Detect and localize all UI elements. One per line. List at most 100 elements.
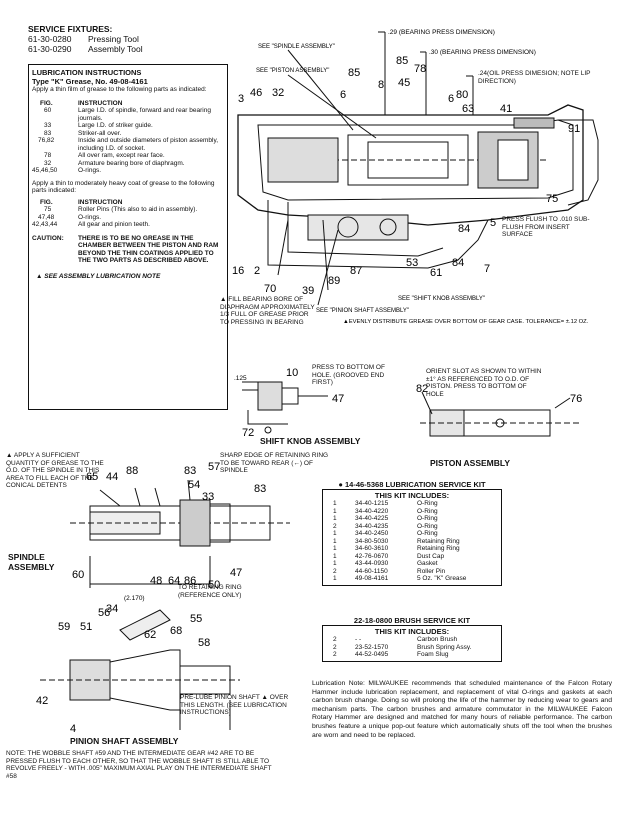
brush-kit-includes: THIS KIT INCLUDES: [374,627,450,636]
part-number: 54 [188,479,200,491]
see-piston-label: SEE "PISTON ASSEMBLY" [256,68,329,74]
part-number: 48 [150,575,162,587]
spindle-apply-note: ▲ APPLY A SUFFICIENT QUANTITY OF GREASE … [6,452,104,489]
part-number: 62 [144,629,156,641]
part-number: 5 [490,217,496,229]
lubrication-service-kit: ● 14-46-5368 LUBRICATION SERVICE KIT THI… [322,480,502,586]
part-number: 85 [396,55,408,67]
part-number: 60 [72,569,84,581]
lube-kit-includes: THIS KIT INCLUDES: [374,491,450,500]
lubrication-title: LUBRICATION INSTRUCTIONS [32,68,142,77]
sharp-edge-note: SHARP EDGE OF RETAINING RING TO BE TOWAR… [220,452,329,474]
pinion-title: PINION SHAFT ASSEMBLY [70,736,179,746]
part-number: 63 [462,103,474,115]
part-number: 87 [350,265,362,277]
part-number: 3 [238,93,244,105]
part-number: 59 [58,621,70,633]
col-instruction: INSTRUCTION [78,99,123,107]
part-number: 88 [126,465,138,477]
callout-bearing-30: .30 (BEARING PRESS DIMENSION) [429,49,536,56]
part-number: 89 [328,275,340,287]
grease-type: Type "K" Grease, No. 49-08-4161 [32,77,148,86]
shift-dim: .125 [234,375,247,382]
part-number: 85 [348,67,360,79]
part-number: 75 [546,193,558,205]
part-number: 78 [414,63,426,75]
assembly-note-ref: ▲ SEE ASSEMBLY LUBRICATION NOTE [36,272,161,280]
part-number: 45 [398,77,410,89]
lubrication-note-paragraph: Lubrication Note: MILWAUKEE recommends t… [312,680,612,739]
evenly-note: ▲EVENLY DISTRIBUTE GREASE OVER BOTTOM OF… [343,319,589,325]
table-row: 2- -Carbon Brush [333,636,458,643]
fill-bearing-note: ▲ FILL BEARING BORE OF DIAPHRAGM APPROXI… [220,296,315,326]
part-number: 41 [500,103,512,115]
spindle-diagram: 65 44 88 83 57 54 33 83 60 48 64 86 50 4… [70,461,290,602]
part-number: 70 [264,283,276,295]
part-number: 51 [80,621,92,633]
see-pinion-label: SEE "PINION SHAFT ASSEMBLY" [316,308,409,314]
part-number: 34 [106,603,118,615]
see-spindle-label: SEE "SPINDLE ASSEMBLY" [258,44,335,50]
main-assembly-diagram: .29 (BEARING PRESS DIMENSION) .30 (BEARI… [232,29,599,325]
part-number: 39 [302,285,314,297]
part-number: 83 [254,483,266,495]
part-number: 72 [242,427,254,439]
pinion-note: NOTE: THE WOBBLE SHAFT #59 AND THE INTER… [6,750,272,780]
part-number: 10 [286,367,298,379]
part-number: 58 [198,637,210,649]
shift-press-note: PRESS TO BOTTOM OF HOLE. (GROOVED END FI… [312,364,385,386]
lubrication-instructions-box: LUBRICATION INSTRUCTIONS Type "K" Grease… [28,64,228,410]
shift-knob-title: SHIFT KNOB ASSEMBLY [260,436,361,446]
part-number: 33 [202,491,214,503]
part-number: 82 [416,383,428,395]
part-number: 61 [430,267,442,279]
part-number: 65 [86,471,98,483]
service-fixtures-title: SERVICE FIXTURES: [28,24,113,34]
part-number: 44 [106,471,118,483]
caution-block: CAUTION:THERE IS TO BE NO GREASE IN THE … [32,234,219,265]
part-number: 42 [36,695,48,707]
part-number: 76 [570,393,582,405]
callout-bearing-29: .29 (BEARING PRESS DIMENSION) [388,29,495,36]
piston-diagram: 82 76 [416,383,582,437]
thin-intro: Apply a thin film of grease to the follo… [32,86,207,93]
brush-kit-title: 22-18-0800 BRUSH SERVICE KIT [353,616,471,625]
part-number: 8 [378,79,384,91]
part-number: 6 [340,89,346,101]
orient-note: ORIENT SLOT AS SHOWN TO WITHIN ±1° AS RE… [426,368,542,398]
see-shift-label: SEE "SHIFT KNOB ASSEMBLY" [398,296,485,302]
part-number: 6 [448,93,454,105]
part-number: 86 [184,575,196,587]
col-fig: FIG. [40,99,53,107]
part-number: 64 [168,575,180,587]
part-number: 80 [456,89,468,101]
prelube-note: PRE-LUBE PINION SHAFT ▲ OVER THIS LENGTH… [180,694,289,716]
part-number: 2 [254,265,260,277]
retaining-ring-note: TO RETAINING RING (REFERENCE ONLY) [178,584,242,599]
part-number: 47 [230,567,242,579]
part-number: 16 [232,265,244,277]
